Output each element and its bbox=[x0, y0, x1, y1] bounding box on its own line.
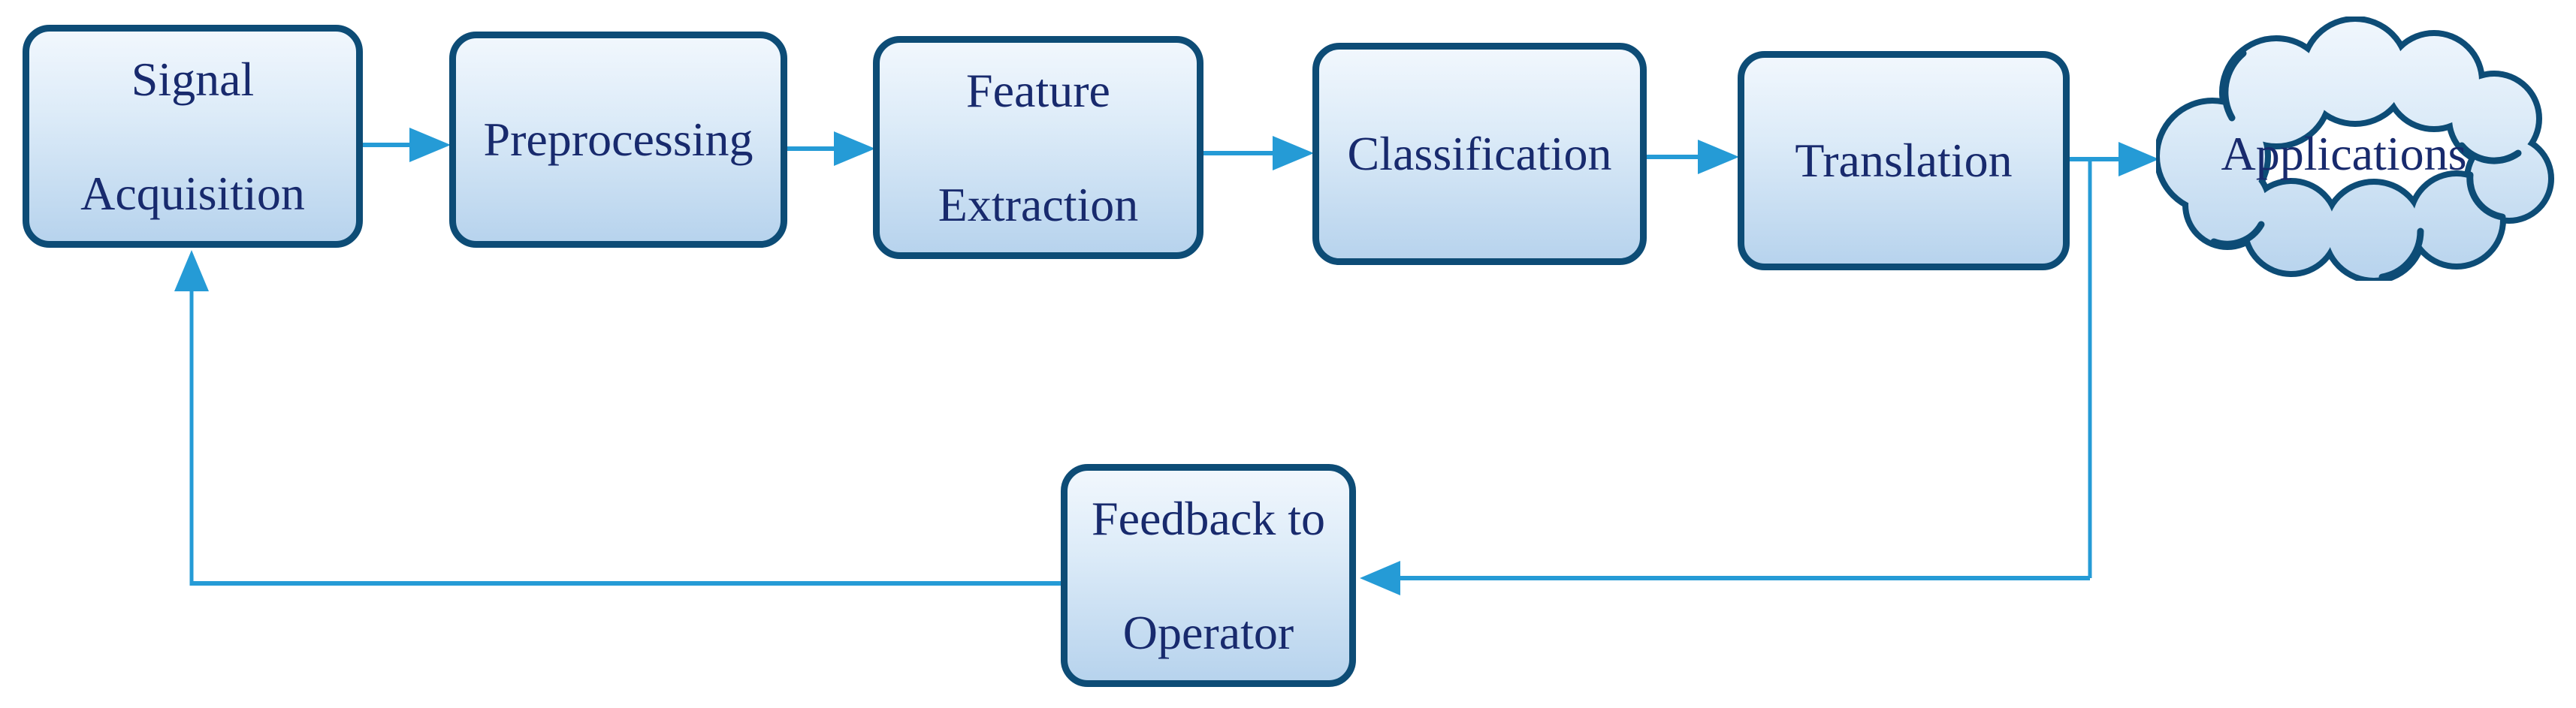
node-label: Preprocessing bbox=[483, 113, 753, 167]
arrowhead-left-icon bbox=[1360, 561, 1400, 595]
node-preprocessing: Preprocessing bbox=[449, 32, 787, 248]
arrowhead-right-icon bbox=[409, 128, 451, 162]
node-label: Acquisition bbox=[80, 166, 305, 220]
cloud-scallop-hooks bbox=[2210, 50, 2522, 281]
edge-feedback-to-signal bbox=[174, 250, 1061, 586]
arrowhead-right-icon bbox=[1273, 136, 1314, 170]
node-signal-acquisition: Signal Acquisition bbox=[23, 25, 363, 248]
node-label: Translation bbox=[1795, 134, 2013, 188]
node-applications-label: Applications bbox=[2221, 127, 2467, 180]
cloud-fill bbox=[2160, 22, 2548, 278]
arrowhead-right-icon bbox=[1698, 140, 1739, 174]
node-label: Operator bbox=[1122, 605, 1294, 659]
edge-classification-to-translation bbox=[1647, 140, 1739, 174]
node-feedback-to-operator: Feedback to Operator bbox=[1061, 464, 1356, 687]
node-applications-cloud bbox=[2156, 17, 2554, 281]
edge-signal-to-preprocessing bbox=[363, 128, 451, 162]
edge-feature-to-classification bbox=[1203, 136, 1314, 170]
node-label: Feature bbox=[966, 64, 1110, 117]
node-label: Extraction bbox=[938, 177, 1139, 231]
node-classification: Classification bbox=[1312, 43, 1647, 265]
edge-preprocessing-to-feature bbox=[787, 131, 875, 166]
arrowhead-right-icon bbox=[2118, 142, 2159, 176]
node-translation: Translation bbox=[1738, 51, 2070, 270]
node-feature-extraction: Feature Extraction bbox=[873, 36, 1203, 259]
node-label: Classification bbox=[1347, 127, 1612, 181]
node-label: Feedback to bbox=[1092, 492, 1325, 545]
node-label: Signal bbox=[131, 53, 255, 106]
arrowhead-right-icon bbox=[834, 131, 875, 166]
arrowhead-up-icon bbox=[174, 250, 209, 291]
edge-translation-to-applications bbox=[2070, 142, 2159, 176]
